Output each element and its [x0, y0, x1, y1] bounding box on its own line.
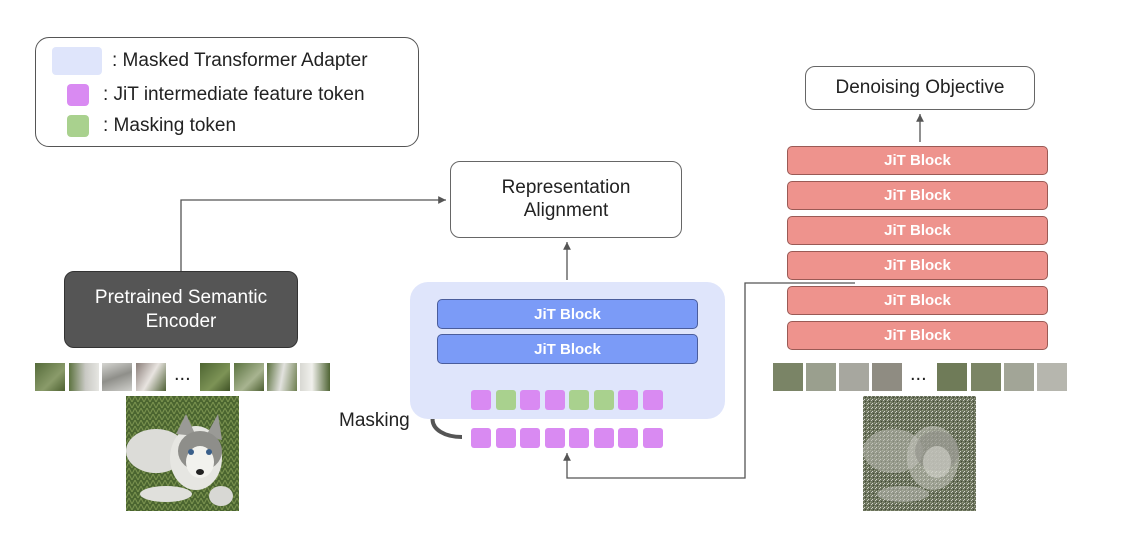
- masking-label: Masking: [339, 410, 410, 431]
- jit-block-label: JiT Block: [884, 187, 951, 204]
- image-patch: [234, 363, 264, 391]
- patch-ellipsis: ...: [174, 363, 191, 385]
- feature-token: [569, 428, 589, 448]
- alignment-line-2: Alignment: [523, 199, 609, 221]
- feature-token: [495, 428, 516, 448]
- noisy-husky-image: [863, 396, 976, 511]
- adapter-swatch: [52, 47, 102, 75]
- masking-token: [495, 390, 516, 410]
- feature-token: [642, 390, 663, 410]
- representation-alignment-box: Representation Alignment: [450, 161, 682, 238]
- feature-token: [618, 390, 638, 410]
- noisy-image-patch: [839, 363, 869, 391]
- noisy-image-patch: [1037, 363, 1067, 391]
- jit-block-label: JiT Block: [884, 292, 951, 309]
- noisy-image-patch: [1004, 363, 1034, 391]
- jit-block: JiT Block: [787, 286, 1048, 315]
- adapter-jit-block-bottom: JiT Block: [437, 334, 698, 364]
- noisy-patch-ellipsis: ...: [910, 363, 927, 385]
- image-patch: [35, 363, 65, 391]
- feature-token-swatch: [67, 84, 89, 106]
- jit-block-label: JiT Block: [884, 327, 951, 344]
- legend-label: : Masking token: [103, 115, 237, 136]
- image-patch: [69, 363, 99, 391]
- feature-token: [642, 428, 663, 448]
- feature-tap-arrow: [563, 282, 855, 479]
- legend: : Masked Transformer Adapter : JiT inter…: [35, 37, 419, 147]
- jit-block-label: JiT Block: [884, 222, 951, 239]
- masking-token: [569, 390, 589, 410]
- image-patch: [300, 363, 330, 391]
- legend-item-mask-token: : Masking token: [67, 115, 236, 137]
- legend-item-feature-token: : JiT intermediate feature token: [67, 84, 365, 106]
- feature-token: [471, 390, 491, 410]
- noisy-image-patch: [937, 363, 967, 391]
- noisy-image-patch: [773, 363, 803, 391]
- alignment-line-1: Representation: [501, 176, 631, 198]
- encoder-line-1: Pretrained Semantic: [94, 286, 268, 308]
- jit-block-label: JiT Block: [884, 152, 951, 169]
- image-patch: [267, 363, 297, 391]
- jit-block: JiT Block: [787, 181, 1048, 210]
- noisy-image-patch: [872, 363, 902, 391]
- image-patch: [136, 363, 166, 391]
- image-patch: [200, 363, 230, 391]
- masked-transformer-adapter: JiT Block JiT Block: [410, 282, 725, 419]
- husky-image: [126, 396, 239, 511]
- noisy-patch-row: ...: [773, 363, 1069, 393]
- adapter-jit-block-top: JiT Block: [437, 299, 698, 329]
- pretrained-semantic-encoder: Pretrained Semantic Encoder: [64, 271, 298, 348]
- legend-item-adapter: : Masked Transformer Adapter: [52, 47, 368, 75]
- image-patch: [102, 363, 132, 391]
- jit-block-label: JiT Block: [534, 340, 601, 358]
- noisy-image-patch: [971, 363, 1001, 391]
- encoder-line-2: Encoder: [145, 310, 217, 332]
- denoising-objective-box: Denoising Objective: [805, 66, 1035, 110]
- feature-token: [544, 390, 565, 410]
- jit-block: JiT Block: [787, 321, 1048, 350]
- feature-token: [520, 390, 540, 410]
- encoder-to-alignment-arrow: [180, 196, 446, 271]
- jit-block-label: JiT Block: [534, 305, 601, 323]
- clean-patch-row: ...: [35, 363, 330, 393]
- jit-block: JiT Block: [787, 216, 1048, 245]
- feature-token: [544, 428, 565, 448]
- mask-token-swatch: [67, 115, 89, 137]
- objective-label: Denoising Objective: [835, 76, 1005, 98]
- noisy-image-patch: [806, 363, 836, 391]
- legend-label: : JiT intermediate feature token: [103, 84, 365, 105]
- legend-label: : Masked Transformer Adapter: [112, 50, 368, 71]
- feature-token: [471, 428, 491, 448]
- jit-block-label: JiT Block: [884, 257, 951, 274]
- masking-token: [593, 390, 614, 410]
- jit-block: JiT Block: [787, 146, 1048, 175]
- feature-token: [593, 428, 614, 448]
- jit-block: JiT Block: [787, 251, 1048, 280]
- feature-token: [618, 428, 638, 448]
- feature-token: [520, 428, 540, 448]
